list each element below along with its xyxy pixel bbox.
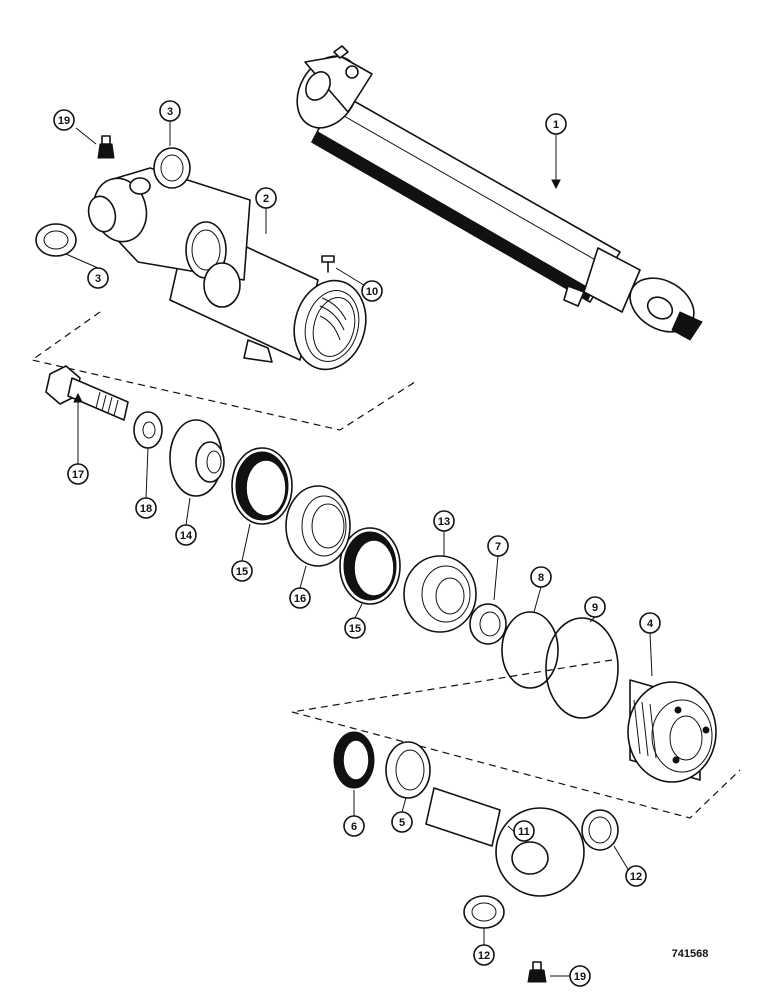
callout-3-upper: 3 xyxy=(159,100,181,122)
callout-9: 9 xyxy=(584,596,606,618)
part-piston-rod xyxy=(425,787,585,897)
figure-id-label: 741568 xyxy=(672,948,709,960)
part-eye-bushing-right xyxy=(581,809,619,851)
callout-6: 6 xyxy=(343,815,365,837)
callout-17: 17 xyxy=(67,463,89,485)
svg-text:4: 4 xyxy=(647,618,654,630)
part-seal-ring-b xyxy=(339,527,401,605)
callout-7: 7 xyxy=(487,535,509,557)
svg-text:15: 15 xyxy=(349,623,361,635)
part-bushing-upper xyxy=(153,147,191,189)
callout-16: 16 xyxy=(289,587,311,609)
part-wiper-seal xyxy=(333,731,375,789)
callout-4: 4 xyxy=(639,612,661,634)
svg-text:18: 18 xyxy=(140,503,152,515)
svg-text:13: 13 xyxy=(438,516,450,528)
part-assembled-cylinder xyxy=(296,45,703,341)
callout-14: 14 xyxy=(175,524,197,546)
svg-text:12: 12 xyxy=(478,950,490,962)
part-grease-fitting-lower xyxy=(527,961,547,983)
svg-text:16: 16 xyxy=(294,593,306,605)
svg-text:11: 11 xyxy=(518,826,530,838)
svg-text:7: 7 xyxy=(495,541,501,553)
part-spacer xyxy=(469,603,507,645)
part-backup-ring xyxy=(545,617,619,719)
part-set-screw xyxy=(321,255,335,273)
callout-5: 5 xyxy=(391,811,413,833)
svg-text:12: 12 xyxy=(630,871,642,883)
callout-18: 18 xyxy=(135,497,157,519)
group-bracket-lower xyxy=(291,659,741,819)
part-washer xyxy=(133,411,163,449)
part-rod-seal xyxy=(385,741,431,799)
part-piston-nut xyxy=(169,419,225,497)
svg-text:15: 15 xyxy=(236,566,248,578)
svg-text:19: 19 xyxy=(574,971,586,983)
part-barrel-clevis-end xyxy=(87,167,251,308)
callout-8: 8 xyxy=(530,566,552,588)
svg-text:19: 19 xyxy=(58,115,70,127)
part-o-ring xyxy=(501,611,559,689)
svg-text:5: 5 xyxy=(399,817,405,829)
svg-text:2: 2 xyxy=(263,193,269,205)
callout-1: 1 xyxy=(545,113,567,135)
part-bushing-left xyxy=(35,223,77,257)
callout-15-a: 15 xyxy=(231,560,253,582)
part-grease-fitting-upper xyxy=(97,135,115,159)
part-eye-bushing-lower xyxy=(463,895,505,929)
part-seal-ring-a xyxy=(231,447,293,525)
leader-lines xyxy=(65,121,653,977)
callout-3-left: 3 xyxy=(87,267,109,289)
svg-text:17: 17 xyxy=(72,469,84,481)
callout-10: 10 xyxy=(361,280,383,302)
part-bearing xyxy=(403,555,477,633)
callout-19-lower: 19 xyxy=(569,965,591,987)
svg-text:1: 1 xyxy=(553,119,559,131)
svg-text:3: 3 xyxy=(167,106,173,118)
part-piston xyxy=(285,485,351,567)
svg-text:9: 9 xyxy=(592,602,598,614)
callout-11: 11 xyxy=(513,820,535,842)
callout-13: 13 xyxy=(433,510,455,532)
callout-19-upper: 19 xyxy=(53,109,75,131)
svg-text:8: 8 xyxy=(538,572,544,584)
svg-text:3: 3 xyxy=(95,273,101,285)
svg-text:10: 10 xyxy=(366,286,378,298)
group-bracket-upper xyxy=(30,311,419,431)
svg-text:6: 6 xyxy=(351,821,357,833)
callout-12-right: 12 xyxy=(625,865,647,887)
part-cylinder-head xyxy=(627,679,717,783)
callout-15-b: 15 xyxy=(344,617,366,639)
part-bolt xyxy=(45,365,129,421)
callout-2: 2 xyxy=(255,187,277,209)
callout-12-lower: 12 xyxy=(473,944,495,966)
svg-text:14: 14 xyxy=(180,530,193,542)
